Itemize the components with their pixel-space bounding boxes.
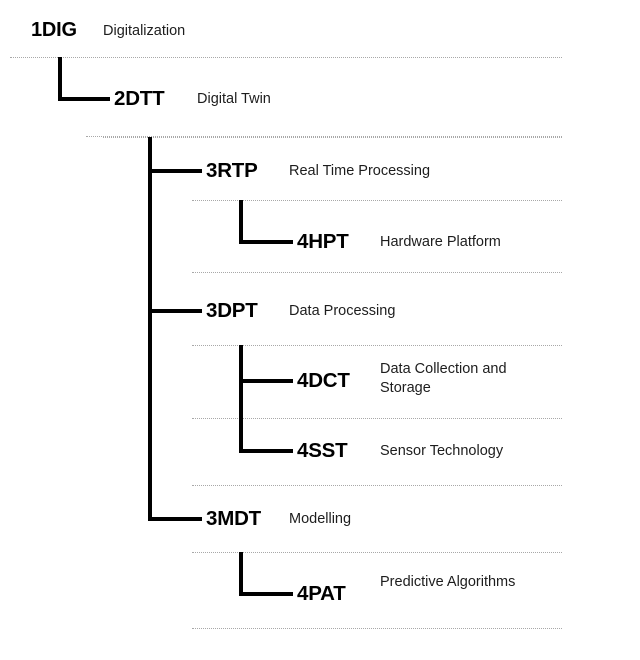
- node-code-3mdt: 3MDT: [206, 507, 262, 530]
- connector-3rtp-4hpt-vertical: [239, 200, 243, 244]
- connector-spine-3mdt-horizontal: [148, 517, 202, 521]
- node-code-4pat: 4PAT: [297, 582, 346, 605]
- node-label-4pat: Predictive Algorithms: [380, 574, 516, 590]
- connector-1dig-2dtt-horizontal: [58, 97, 110, 101]
- connector-3mdt-4pat-horizontal: [239, 592, 293, 596]
- node-label-4hpt: Hardware Platform: [380, 234, 501, 250]
- node-label-4dct: Data Collection and Storage: [380, 361, 507, 396]
- separator-line: [192, 485, 562, 486]
- node-code-4dct: 4DCT: [297, 369, 350, 392]
- connector-2dtt-spine-vertical: [148, 137, 152, 521]
- separator-line: [192, 418, 562, 419]
- node-label-2dtt: Digital Twin: [197, 91, 271, 107]
- node-code-4sst: 4SST: [297, 439, 348, 462]
- connector-3dpt-spine-vertical: [239, 345, 243, 453]
- separator-line: [103, 137, 562, 138]
- connector-spine-3dpt-horizontal: [148, 309, 202, 313]
- node-code-4hpt: 4HPT: [297, 230, 349, 253]
- node-label-4sst: Sensor Technology: [380, 443, 504, 459]
- node-label-1dig: Digitalization: [103, 23, 186, 39]
- connector-1dig-2dtt-vertical: [58, 57, 62, 101]
- separator-line: [86, 136, 562, 137]
- connector-spine-4sst-horizontal: [239, 449, 293, 453]
- separator-line: [192, 200, 562, 201]
- connector-3rtp-4hpt-horizontal: [239, 240, 293, 244]
- node-code-3dpt: 3DPT: [206, 299, 258, 322]
- node-label-3rtp: Real Time Processing: [289, 163, 431, 179]
- separator-line: [192, 345, 562, 346]
- node-code-2dtt: 2DTT: [114, 87, 165, 110]
- separator-line: [192, 628, 562, 629]
- separator-line: [192, 552, 562, 553]
- node-label-3mdt: Modelling: [289, 511, 352, 527]
- node-code-1dig: 1DIG: [31, 19, 77, 41]
- connector-spine-3rtp-horizontal: [148, 169, 202, 173]
- connector-3mdt-4pat-vertical: [239, 552, 243, 596]
- separator-line: [192, 272, 562, 273]
- node-code-3rtp: 3RTP: [206, 159, 258, 182]
- separator-line: [10, 57, 562, 58]
- node-label-3dpt: Data Processing: [289, 303, 396, 319]
- connector-spine-4dct-horizontal: [239, 379, 293, 383]
